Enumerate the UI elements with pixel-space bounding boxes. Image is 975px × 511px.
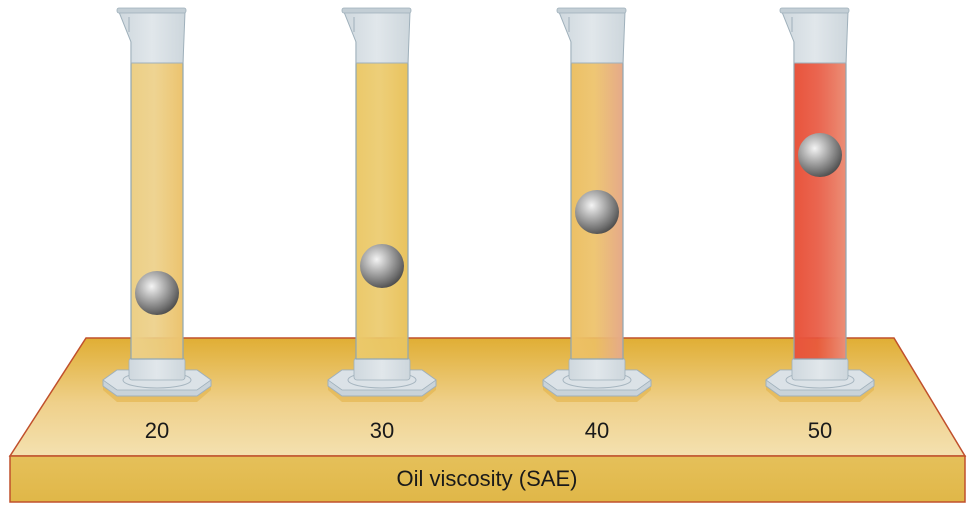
cylinder-label-30: 30 xyxy=(369,418,395,443)
cylinder-label-20: 20 xyxy=(144,418,170,443)
cylinder-base xyxy=(765,357,875,402)
axis-title: Oil viscosity (SAE) xyxy=(396,466,578,491)
steel-ball xyxy=(360,244,404,288)
cylinder-lip xyxy=(556,7,627,14)
graduated-cylinder-20 xyxy=(102,7,212,402)
cylinder-label-50: 50 xyxy=(807,418,833,443)
steel-ball xyxy=(135,271,179,315)
cylinder-base xyxy=(102,357,212,402)
platform xyxy=(8,337,967,503)
cylinders-group xyxy=(102,7,875,402)
graduated-cylinder-50 xyxy=(765,7,875,402)
cylinder-liquid xyxy=(356,63,408,359)
cylinder-label-40: 40 xyxy=(584,418,610,443)
steel-ball xyxy=(575,190,619,234)
cylinder-liquid xyxy=(794,63,846,359)
steel-ball xyxy=(798,133,842,177)
graduated-cylinder-40 xyxy=(542,7,652,402)
graduated-cylinder-30 xyxy=(327,7,437,402)
platform-front-face xyxy=(9,455,966,503)
cylinder-base xyxy=(327,357,437,402)
cylinder-base xyxy=(542,357,652,402)
cylinder-lip xyxy=(116,7,187,14)
cylinder-lip xyxy=(779,7,850,14)
cylinder-lip xyxy=(341,7,412,14)
